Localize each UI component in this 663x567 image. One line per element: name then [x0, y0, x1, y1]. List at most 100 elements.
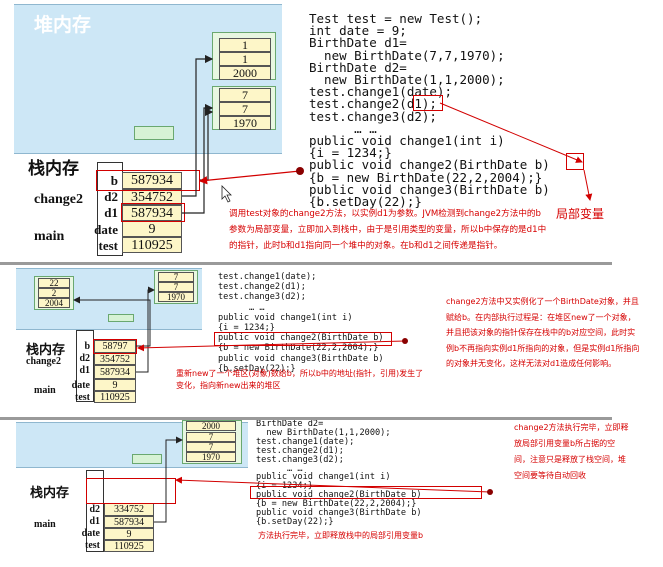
- heap-cell: 1970: [186, 452, 236, 462]
- code-line: public void change3(BirthDate b): [256, 508, 422, 518]
- stack-sidebar: [76, 330, 94, 402]
- var-name: d1: [104, 205, 118, 220]
- code-line: test.change2(d1);: [256, 445, 344, 456]
- heap-cell: 7: [186, 442, 236, 452]
- stack-cell: 9: [104, 528, 154, 540]
- var-name: d1: [89, 516, 100, 527]
- highlight-new-statement: [250, 486, 482, 499]
- code-line: public void change3(BirthDate b): [309, 181, 550, 197]
- heap-cell: 7: [219, 88, 271, 102]
- small-heap-block: [108, 314, 134, 322]
- code-line: int date = 9;: [309, 23, 407, 39]
- code-line: {i = 1234;}: [218, 323, 275, 333]
- note-arrow: [137, 340, 406, 352]
- stack-cell: 587934: [122, 205, 182, 221]
- pointer-arrow: [182, 54, 214, 197]
- note-line: 的指针，此时b和d1指向同一个堆中的对象。在b和d1之间传递是指针。: [229, 241, 503, 251]
- note-line: 参数为局部变量，立即加入到栈中，由于是引用类型的变量，所以b中保存的是d1中: [229, 225, 547, 235]
- var-name: b: [110, 173, 118, 188]
- bullet: [487, 489, 493, 495]
- highlight-new-statement: [214, 332, 392, 346]
- frame-label-change2: change2: [34, 192, 83, 207]
- released-b-frame: [86, 478, 176, 504]
- code-line: {b = new BirthDate(22,2,2004);}: [309, 169, 543, 185]
- section-divider: [0, 417, 612, 420]
- note-line: 空间要等待自动回收: [514, 471, 586, 480]
- heap-label: 堆内存: [34, 14, 92, 36]
- heap-cell: 1: [219, 38, 271, 52]
- stack-cell: 354752: [122, 189, 182, 205]
- stack-cell: 587934: [104, 516, 154, 528]
- heap-cell: 2000: [186, 421, 236, 431]
- code-line: {b = new BirthDate(22,2,2004);}: [256, 499, 417, 510]
- heap-cell: 1970: [158, 292, 194, 302]
- note-line: 放局部引用变量b所占据的空: [514, 439, 616, 448]
- code-line: test.change1(date);: [309, 84, 452, 100]
- code-line: {b.setDay(22);}: [309, 194, 422, 209]
- code-line: {b.setDay(22);}: [218, 363, 296, 374]
- code-line: test.change2(d1);: [309, 96, 437, 112]
- code-line: BirthDate d2=: [309, 59, 407, 75]
- note-line: 的对象并无变化，这样无法对d1造成任何影响。: [446, 359, 617, 368]
- var-name: d2: [104, 189, 118, 204]
- stack-label: 栈内存: [26, 343, 66, 358]
- stack-cell: 110925: [122, 237, 182, 253]
- stack-cell: 110925: [94, 391, 136, 403]
- highlight-d1-arg: [413, 95, 443, 111]
- heap-cell: 2: [38, 288, 70, 298]
- note-line: 赋给b。在内部执行过程是：在堆区new了一个对象，: [446, 312, 636, 322]
- small-heap-block: [132, 454, 162, 464]
- var-name: date: [94, 222, 118, 237]
- var-name: test: [85, 540, 100, 551]
- stack-label: 栈内存: [28, 159, 79, 179]
- highlight-param-b: [566, 153, 584, 170]
- code-line: Test test = new Test();: [309, 11, 483, 26]
- stack-sidebar: [86, 470, 104, 552]
- code-line: BirthDate d2=: [256, 420, 324, 429]
- code-line: new BirthDate(1,1,2000);: [256, 427, 391, 438]
- code-line: … …: [309, 120, 377, 136]
- code-line: public void change2(BirthDate b): [218, 333, 384, 344]
- heap-cell: 7: [158, 282, 194, 292]
- bullet: [402, 338, 408, 344]
- code-line: public void change1(int i): [256, 472, 391, 483]
- note-line: 例b不再指向实例d1所指向的对象，但是实例d1所指向: [446, 343, 640, 353]
- stack-cell: 58797: [94, 340, 136, 353]
- code-line: public void change3(BirthDate b): [218, 353, 384, 364]
- code-line: BirthDate d1=: [309, 35, 407, 51]
- stack-cell: 587934: [122, 172, 182, 189]
- note-line: 方法执行完毕，立即释放栈中的局部引用变量b: [258, 531, 424, 540]
- code-line: {b.setDay(22);}: [256, 516, 334, 527]
- code-line: test.change1(date);: [218, 272, 317, 282]
- stack-cell: 587934: [94, 365, 136, 379]
- frame-label-main: main: [34, 519, 56, 530]
- heap-cell: 2004: [38, 298, 70, 308]
- code-line: public void change1(int i): [218, 312, 353, 323]
- code-line: test.change3(d2);: [309, 108, 437, 124]
- frame-label-main: main: [34, 385, 56, 396]
- code-line: test.change1(date);: [256, 436, 355, 447]
- local-variable-label: 局部变量: [556, 207, 605, 221]
- small-heap-block: [134, 126, 174, 140]
- var-name: date: [81, 528, 100, 539]
- cursor-icon: [221, 185, 232, 203]
- note-arrow: [198, 170, 301, 185]
- note-arrow: [439, 102, 583, 163]
- code-line: test.change3(d2);: [218, 292, 306, 303]
- heap-cell: 1: [219, 52, 271, 66]
- code-line: public void change2(BirthDate b): [256, 490, 422, 501]
- code-line: {b = new BirthDate(22,2,2004);}: [218, 343, 379, 354]
- note-line: 重新new了一个堆区(对象)数给b，所以b中的地址(指针，引用)发生了: [176, 369, 424, 378]
- section-3-diagram: 2000 7 7 1970 栈内存 d2 334752 d1 587934 da…: [0, 420, 663, 567]
- note-arrow: [583, 169, 593, 201]
- var-name: test: [98, 238, 119, 253]
- note-line: change2方法中又实例化了一个BirthDate对象，并且: [446, 297, 639, 306]
- pointer-arrow: [73, 296, 151, 347]
- heap-cell: 7: [219, 102, 271, 116]
- note-line: 间，注意只是释放了栈空间，堆: [514, 455, 626, 464]
- note-line: 变化，指向新new出来的堆区: [176, 381, 281, 390]
- bullet: [296, 167, 304, 175]
- heap-cell: 7: [158, 272, 194, 282]
- frame-label-main: main: [34, 229, 65, 244]
